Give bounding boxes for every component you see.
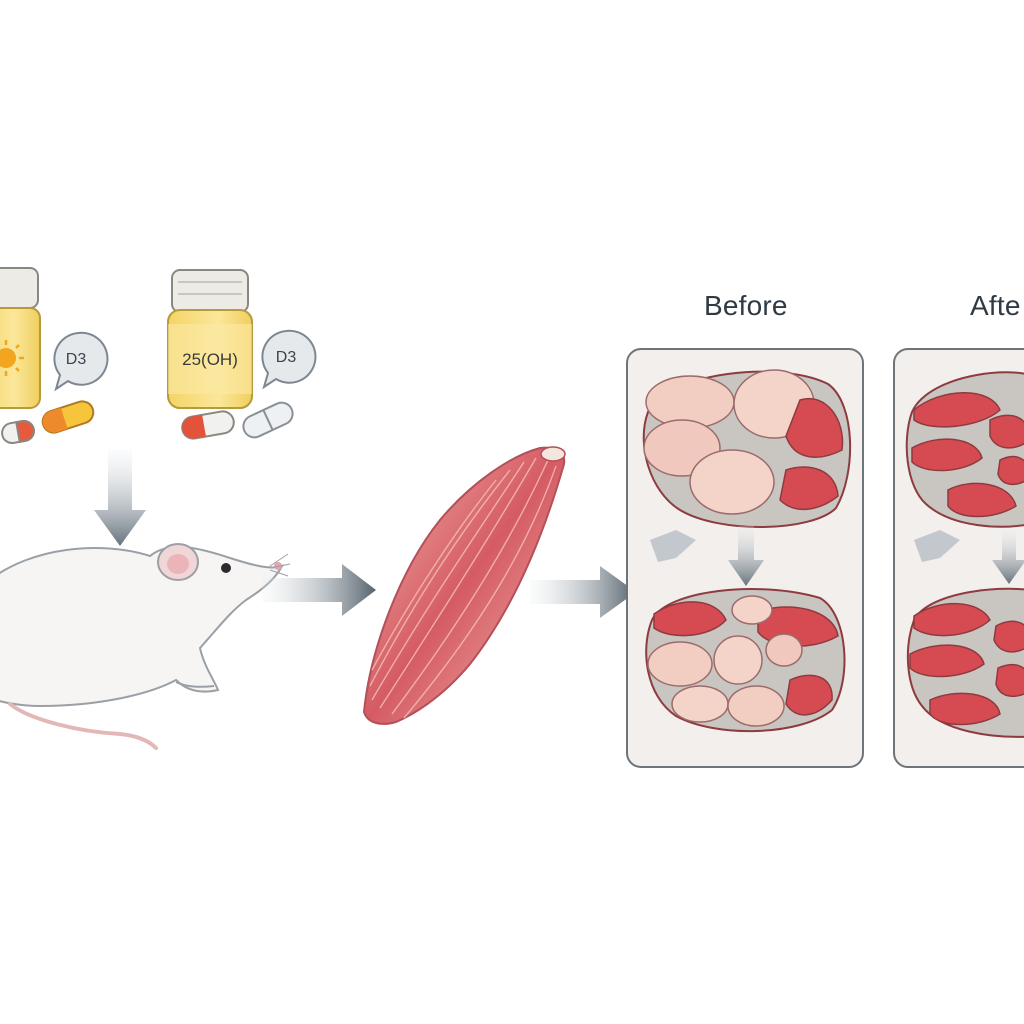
bubble-label-d3: D3 xyxy=(276,349,297,366)
panel-after xyxy=(893,348,1024,768)
muscle-illustration xyxy=(362,446,566,725)
cross-section-before-top xyxy=(642,369,852,528)
bubble-label-d3: D3 xyxy=(66,351,87,368)
mouse-illustration xyxy=(0,543,291,750)
mouse-body xyxy=(0,545,285,708)
right-arrow-icon xyxy=(650,530,696,562)
down-arrow-icon xyxy=(992,530,1024,584)
bottle-cap xyxy=(171,269,249,313)
bottle-label-25oh: 25(OH) xyxy=(182,350,238,369)
down-arrow-icon xyxy=(94,450,146,546)
cross-section-after-top xyxy=(905,371,1024,528)
speech-bubble-d3-2: D3 xyxy=(261,329,317,390)
down-arrow-icon xyxy=(728,526,764,586)
right-arrow-icon xyxy=(262,564,376,616)
panel-title-before: Before xyxy=(704,290,788,321)
panel-title-after: Afte xyxy=(970,290,1021,321)
bottle-cap xyxy=(0,267,39,309)
mouse-tail xyxy=(8,702,158,750)
supplement-bottle-d3 xyxy=(0,267,41,409)
capsule-pair-1 xyxy=(1,400,95,445)
mouse-eye xyxy=(221,563,231,573)
capsule xyxy=(1,419,35,445)
cross-section-before-bottom xyxy=(645,588,846,733)
capsule xyxy=(181,410,235,440)
panel-before xyxy=(626,348,864,768)
right-arrow-icon xyxy=(530,566,636,618)
capsule xyxy=(242,401,294,439)
cross-section-after-bottom xyxy=(906,587,1024,738)
supplement-bottle-25oh: 25(OH) xyxy=(167,269,253,409)
sun-icon xyxy=(0,340,24,376)
capsule xyxy=(41,400,95,434)
right-arrow-icon xyxy=(914,530,960,562)
capsule-pair-2 xyxy=(181,401,294,440)
speech-bubble-d3-1: D3 xyxy=(53,331,109,392)
